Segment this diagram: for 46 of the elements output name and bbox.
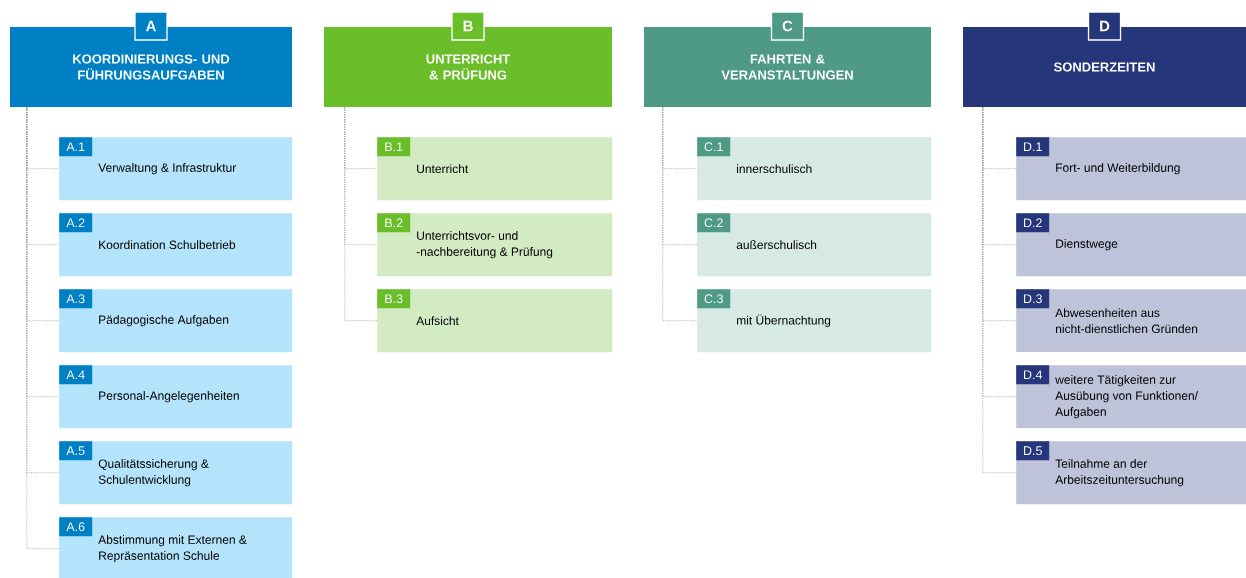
category-box: Abstimmung mit Externen & Repräsentation Schule A.6: [59, 517, 293, 578]
category-box: innerschulisch C.1: [697, 137, 932, 201]
category-box: Personal-Angelegenheiten A.4: [59, 365, 293, 429]
category-header: D SONDERZEITEN: [963, 11, 1246, 107]
code-badge: A.3: [59, 289, 93, 309]
category-box: weitere Tätigkeiten zur Ausübung von Funktionen/ Aufgaben D.4: [1016, 365, 1246, 429]
code-badge: D.3: [1016, 289, 1050, 309]
code-badge: A.4: [59, 365, 93, 385]
code-badge: D.4: [1016, 365, 1050, 385]
category-box: Pädagogische Aufgaben A.3: [59, 289, 293, 353]
code-badge: A.6: [59, 517, 93, 537]
code-badge: D.1: [1016, 137, 1050, 157]
category-box: Unterrichtsvor- und -nachbereitung & Prüfung B.2: [377, 213, 613, 277]
letter-tab: D: [1087, 11, 1122, 41]
connector-line: [26, 106, 60, 550]
code-badge: D.5: [1016, 441, 1050, 461]
code-badge: B.2: [377, 213, 411, 233]
category-box: Unterricht B.1: [377, 137, 613, 201]
connector-line: [982, 106, 1017, 474]
category-box: Abwesenheiten aus nicht-dienstlichen Gründen D.3: [1016, 289, 1246, 353]
code-badge: C.2: [697, 213, 731, 233]
category-header: B UNTERRICHT & PRÜFUNG: [324, 11, 612, 107]
code-badge: D.2: [1016, 213, 1050, 233]
code-badge: C.1: [697, 137, 731, 157]
category-box: Aufsicht B.3: [377, 289, 613, 353]
category-box: Verwaltung & Infrastruktur A.1: [59, 137, 293, 201]
category-box: außerschulisch C.2: [697, 213, 932, 277]
letter-tab: B: [451, 11, 485, 41]
code-badge: A.2: [59, 213, 93, 233]
code-badge: A.5: [59, 441, 93, 461]
category-box: Koordination Schulbetrieb A.2: [59, 213, 293, 277]
category-header: A KOORDINIERUNGS- UND FÜHRUNGSAUFGABEN: [10, 11, 292, 107]
letter-tab: A: [134, 11, 168, 41]
category-header: C FAHRTEN & VERANSTALTUNGEN: [644, 11, 931, 107]
connector-line: [344, 106, 378, 322]
code-badge: B.3: [377, 289, 411, 309]
category-box: Qualitätssicherung & Schulentwicklung A.5: [59, 441, 293, 505]
connector-line: [662, 106, 698, 322]
category-box: Teilnahme an der Arbeitszeituntersuchung D.5: [1016, 441, 1246, 505]
category-box: Dienstwege D.2: [1016, 213, 1246, 277]
letter-tab: C: [770, 11, 805, 41]
category-box: mit Übernachtung C.3: [697, 289, 932, 353]
code-badge: A.1: [59, 137, 93, 157]
code-badge: B.1: [377, 137, 411, 157]
code-badge: C.3: [697, 289, 731, 309]
category-box: Fort- und Weiterbildung D.1: [1016, 137, 1246, 201]
